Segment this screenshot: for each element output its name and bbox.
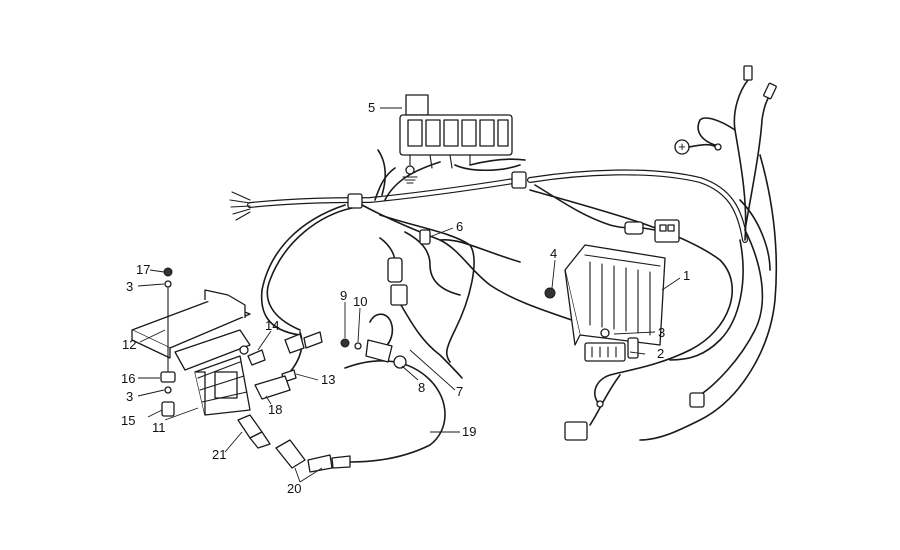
ignition-coil (131, 289, 251, 416)
lower-right-connectors (564, 392, 705, 441)
regulator-plug (624, 219, 680, 243)
callout-11: 11 (152, 420, 166, 435)
suppressor-caps (275, 439, 351, 473)
callout-21: 21 (212, 447, 226, 462)
nut (544, 287, 556, 299)
callout-1: 1 (683, 268, 690, 283)
callout-16: 16 (121, 371, 135, 386)
callout-15: 15 (121, 413, 135, 428)
main-harness (229, 169, 748, 243)
fuse-relay-box (399, 94, 513, 169)
callout-12: 12 (122, 337, 136, 352)
washer (600, 328, 610, 338)
callout-8: 8 (418, 380, 425, 395)
ground-terminal (402, 165, 418, 184)
callout-14: 14 (265, 318, 279, 333)
callout-3-upper: 3 (126, 279, 133, 294)
callout-4: 4 (550, 246, 557, 261)
harness-clip (347, 193, 363, 209)
callout-labels: 1 2 3 4 5 6 7 8 9 10 11 12 13 14 15 16 3… (121, 100, 690, 496)
ht-lead-end (247, 349, 297, 383)
callout-9: 9 (340, 288, 347, 303)
pickup-sensor (340, 338, 407, 369)
connector-block (584, 337, 639, 362)
callout-10: 10 (353, 294, 367, 309)
callout-5: 5 (368, 100, 375, 115)
coil-fasteners (160, 267, 176, 417)
positive-terminal: + (674, 139, 722, 155)
leader-lines (137, 107, 681, 483)
callout-3-lower: 3 (126, 389, 133, 404)
relay (405, 94, 429, 116)
sensor-connector (387, 229, 431, 306)
callout-2: 2 (657, 346, 664, 361)
callout-7: 7 (456, 384, 463, 399)
callout-3: 3 (658, 325, 665, 340)
positive-terminal-symbol: + (678, 139, 686, 154)
spark-plug (237, 414, 271, 449)
callout-17: 17 (136, 262, 150, 277)
voltage-regulator (564, 244, 666, 346)
callout-18: 18 (268, 402, 282, 417)
spade-connectors (743, 65, 777, 100)
callout-20: 20 (287, 481, 301, 496)
callout-6: 6 (456, 219, 463, 234)
spark-plug-cap (254, 375, 291, 400)
callout-19: 19 (462, 424, 476, 439)
harness-clip (511, 171, 527, 189)
hose-connector (284, 331, 323, 354)
callout-13: 13 (321, 372, 335, 387)
